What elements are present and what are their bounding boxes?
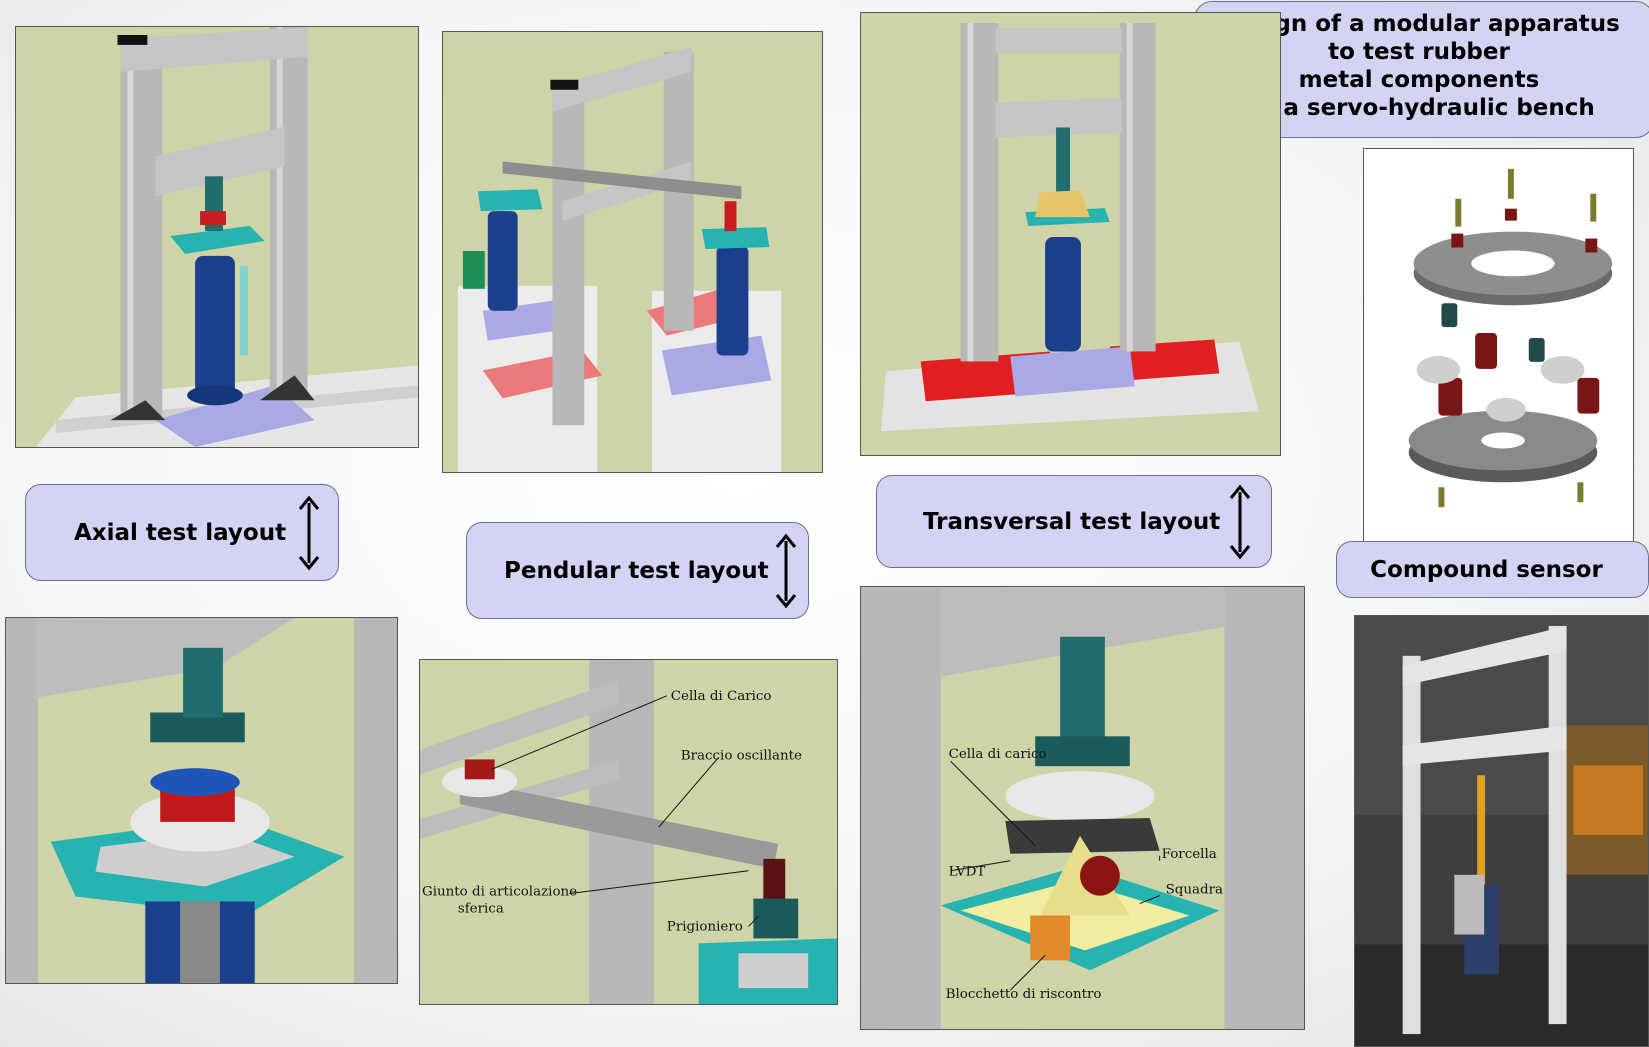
axial-closeup	[5, 617, 398, 984]
axial-test-text: Axial test layout	[74, 519, 287, 546]
double-vertical-arrow-icon	[775, 533, 797, 615]
axial-render	[15, 26, 419, 448]
callout-lvdt: LVDT	[949, 865, 986, 880]
callout-spherical-joint-2: sferica	[458, 902, 504, 917]
title-line: to test rubber	[1328, 39, 1510, 65]
double-vertical-arrow-icon	[298, 495, 320, 577]
callout-stop-block: Blocchetto di riscontro	[946, 987, 1102, 1002]
transversal-test-text: Transversal test layout	[923, 508, 1221, 535]
callout-spherical-joint: Giunto di articolazione	[422, 885, 577, 900]
pendular-test-label: Pendular test layout	[466, 522, 809, 619]
title-line: on a servo-hydraulic bench	[1243, 95, 1595, 121]
apparatus-photo	[1354, 615, 1649, 1047]
pendular-test-text: Pendular test layout	[504, 557, 769, 584]
transversal-render	[860, 12, 1281, 456]
callout-stud: Prigioniero	[667, 919, 743, 934]
title-line: metal components	[1298, 67, 1540, 93]
pendular-render	[442, 31, 823, 473]
axial-test-label: Axial test layout	[25, 484, 339, 581]
callout-load-cell: Cella di Carico	[671, 689, 772, 704]
callout-swing-arm: Braccio oscillante	[681, 748, 802, 763]
callout-fork: Forcella	[1162, 847, 1217, 862]
transversal-test-label: Transversal test layout	[876, 475, 1272, 568]
pendular-closeup: Cella di Carico Braccio oscillante Giunt…	[419, 659, 838, 1005]
title-line: Design of a modular apparatus	[1218, 11, 1620, 37]
compound-sensor-label: Compound sensor	[1336, 541, 1649, 598]
compound-sensor-render	[1363, 148, 1634, 542]
compound-sensor-text: Compound sensor	[1370, 556, 1603, 583]
double-vertical-arrow-icon	[1229, 484, 1251, 566]
callout-load-cell: Cella di carico	[949, 747, 1047, 762]
transversal-closeup: Cella di carico LVDT Forcella Squadra Bl…	[860, 586, 1305, 1030]
callout-square: Squadra	[1166, 883, 1223, 898]
